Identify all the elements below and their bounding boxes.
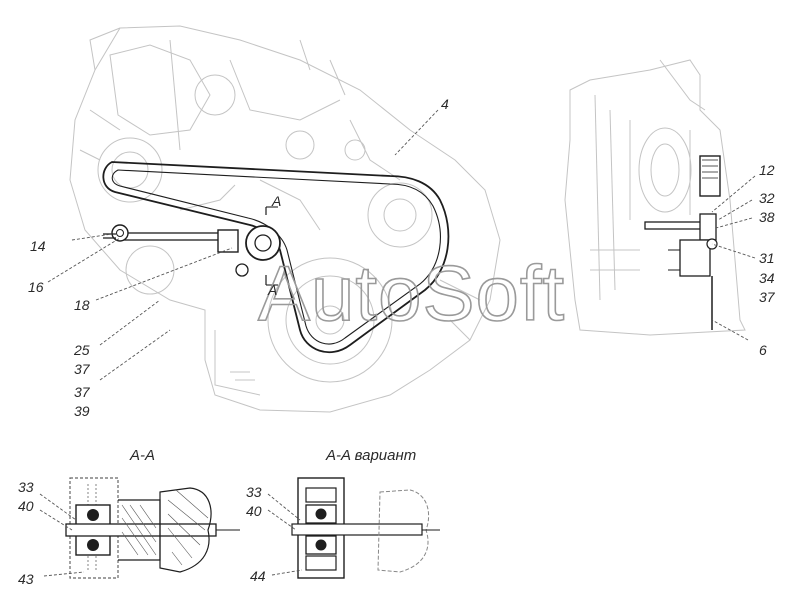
callout-14: 14 bbox=[30, 238, 46, 254]
callout-25: 25 bbox=[73, 342, 90, 358]
callout-40-b: 40 bbox=[246, 503, 262, 519]
callout-6: 6 bbox=[759, 342, 767, 358]
callout-37-b: 37 bbox=[74, 384, 91, 400]
callout-32: 32 bbox=[759, 190, 775, 206]
section-title-a-a-variant: A-A вариант bbox=[325, 447, 416, 464]
engine-front-view bbox=[69, 25, 501, 413]
section-a-a bbox=[65, 477, 240, 579]
callout-31: 31 bbox=[759, 250, 775, 266]
callout-33-a: 33 bbox=[18, 479, 34, 495]
callout-37-c: 37 bbox=[759, 289, 776, 305]
callout-labels: 4 12 14 16 18 25 37 37 39 32 38 31 34 37… bbox=[18, 96, 776, 587]
section-mark-bottom: A bbox=[267, 282, 277, 298]
leader-lines bbox=[39, 109, 756, 577]
watermark-logo: AutoSoft bbox=[258, 249, 565, 337]
section-mark-top: A bbox=[271, 193, 281, 209]
callout-38: 38 bbox=[759, 209, 775, 225]
callout-12: 12 bbox=[759, 162, 775, 178]
callout-44: 44 bbox=[250, 568, 266, 584]
callout-16: 16 bbox=[28, 279, 44, 295]
callout-4: 4 bbox=[441, 96, 449, 112]
callout-43: 43 bbox=[18, 571, 34, 587]
section-a-a-variant bbox=[291, 477, 440, 579]
callout-40-a: 40 bbox=[18, 498, 34, 514]
callout-37-a: 37 bbox=[74, 361, 91, 377]
callout-39: 39 bbox=[74, 403, 90, 419]
engine-side-view bbox=[564, 59, 746, 336]
callout-33-b: 33 bbox=[246, 484, 262, 500]
section-title-a-a: A-A bbox=[129, 447, 155, 464]
callout-34: 34 bbox=[759, 270, 775, 286]
callout-18: 18 bbox=[74, 297, 90, 313]
